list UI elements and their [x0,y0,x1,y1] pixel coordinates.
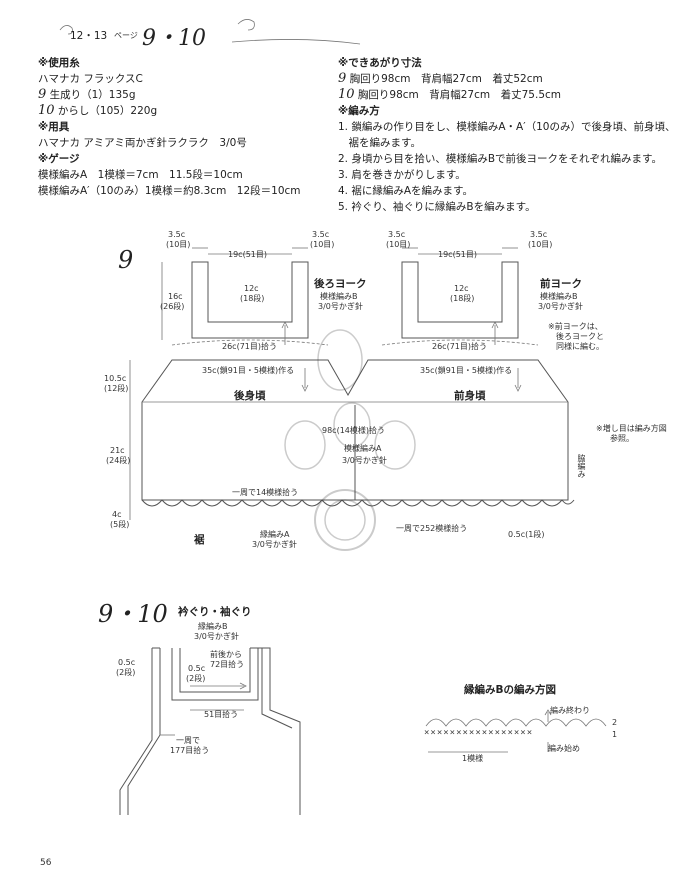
dim-label: 一周で14模様拾う [232,488,299,497]
back-yoke-label: 後ろヨーク [314,278,367,290]
dim-label: 10.5c [104,374,127,383]
method-step: 5. 衿ぐり、袖ぐりに縁編みBを編みます。 [338,201,536,213]
watermark-illustration [284,329,416,551]
dim-label: 19c(51目) [438,250,477,259]
front-body-label: 前身頃 [454,390,486,402]
dim-label: (10目) [310,240,335,249]
back-yoke-hook: 3/0号かぎ針 [318,302,363,311]
chart-row-1: 1 [612,730,618,739]
dim-label: 12c [454,284,469,293]
page-ref: 12・13 [70,30,108,42]
dim-label: (10目) [528,240,553,249]
garment-schematic: 9 [118,246,575,551]
front-yoke-note: ※前ヨークは、 [548,322,603,331]
chart-stitch-row: ××××××××××××××××× [424,728,534,738]
center-pattern: 模様編みA [344,444,382,453]
dim-label: 3.5c [388,230,406,239]
front-yoke-note: 後ろヨークと [556,332,604,341]
gauge-a-prime: 模様編みA′（10のみ）1模様＝約8.3cm 12段＝10cm [38,185,301,197]
front-yoke-outline [401,261,519,339]
dim-label: 16c [168,292,183,301]
chart-end-label: 編み終わり [550,706,590,715]
dim-label: 21c [110,446,125,455]
dim-label: 0.5c(1段) [508,530,545,539]
gauge-title: ※ゲージ [38,153,80,165]
back-yoke-outline [191,261,309,339]
yarn-title: ※使用糸 [38,57,80,69]
dim-label: 19c(51目) [228,250,267,259]
dim-label: 26c(71目)拾う [222,342,277,351]
back-yoke-pattern: 模様編みB [320,292,358,301]
tools: ハマナカ アミアミ両かぎ針ラクラク 3/0号 [38,137,247,149]
dim-label: 一周で252模様拾う [396,524,468,533]
chart-row-2: 2 [612,718,618,727]
front-yoke-hook: 3/0号かぎ針 [538,302,583,311]
dim-label: 4c [112,510,122,519]
size-9: 9 胸回り98cm 背肩幅27cm 着丈52cm [338,71,543,86]
dim-label: (18段) [450,294,475,303]
hem-scallops [141,499,575,507]
dim-label: 98c(14模様)拾う [322,426,385,435]
front-yoke-label: 前ヨーク [540,278,582,290]
diagram-number-9-10: 9・10 [98,600,168,628]
dim-label: 3.5c [312,230,330,239]
neckline-pattern: 縁編みB [198,622,228,631]
tools-title: ※用具 [38,121,70,133]
neckline-title: 衿ぐり・袖ぐり [178,606,252,618]
yarn-size-9: 9 生成り（1）135g [38,87,136,102]
method-step: 2. 身頃から目を拾い、模様編みBで前後ヨークをそれぞれ編みます。 [338,153,663,165]
front-yoke-pattern: 模様編みB [540,292,578,301]
chart-start-label: 編み始め [548,744,580,753]
pattern-numbers: 9・10 [142,26,206,51]
method-step: 3. 肩を巻きかがりします。 [338,169,466,181]
dim-label: 3.5c [168,230,186,239]
front-yoke-note: 同様に編む。 [556,342,604,351]
dim-label: 26c(71目)拾う [432,342,487,351]
dim-label: (2段) [116,668,136,677]
dim-label: 12c [244,284,259,293]
method-step: 4. 裾に縁編みAを編みます。 [338,185,473,197]
side-seam-label: 脇編み [577,454,586,478]
chart-repeat-label: 1模様 [462,754,484,763]
dim-label: (12段) [104,384,129,393]
dim-label: 35c(鎖91目・5模様)作る [202,366,295,375]
dim-label: (2段) [186,674,206,683]
header-ornament [59,19,361,45]
chart-title: 縁編みBの編み方図 [464,684,557,696]
edging-a-label: 縁編みA [260,530,290,539]
increase-note: ※増し目は編み方図 [596,424,667,433]
size-10: 10 胸回り98cm 背肩幅27cm 着丈75.5cm [338,87,561,102]
method-step: 裾を編みます。 [338,137,421,149]
dim-label: (24段) [106,456,131,465]
hem-label: 裾 [194,534,205,546]
dim-label: 3.5c [530,230,548,239]
increase-note: 参照。 [610,434,634,443]
diagram-number-9: 9 [118,246,133,274]
dim-label: 35c(鎖91目・5模様)作る [420,366,513,375]
dim-label: 一周で [176,736,200,745]
dim-label: 0.5c [118,658,136,667]
method-step: 1. 鎖編みの作り目をし、模様編みA・A′（10のみ）で後身頃、前身頃、 [338,121,676,133]
dim-label: (26段) [160,302,185,311]
edging-a-hook: 3/0号かぎ針 [252,540,297,549]
center-hook: 3/0号かぎ針 [342,456,387,465]
gauge-a: 模様編みA 1模様＝7cm 11.5段＝10cm [38,169,243,181]
page-number: 56 [40,858,52,868]
dim-label: 177目拾う [170,746,210,755]
dim-label: 72目拾う [210,660,245,669]
method-title: ※編み方 [338,105,380,117]
back-body-label: 後身頃 [234,390,266,402]
dim-label: (10目) [386,240,411,249]
yarn-size-10: 10 からし（105）220g [38,103,158,118]
dim-label: 0.5c [188,664,206,673]
dim-label: (10目) [166,240,191,249]
yarn-name: ハマナカ フラックスC [38,73,143,85]
dim-label: 前後から [210,650,242,659]
size-title: ※できあがり寸法 [338,57,422,69]
neckline-hook: 3/0号かぎ針 [194,632,239,641]
page-ref-suffix: ページ [114,31,138,40]
dim-label: (5段) [110,520,130,529]
dim-label: (18段) [240,294,265,303]
dim-label: 51目拾う [204,710,239,719]
